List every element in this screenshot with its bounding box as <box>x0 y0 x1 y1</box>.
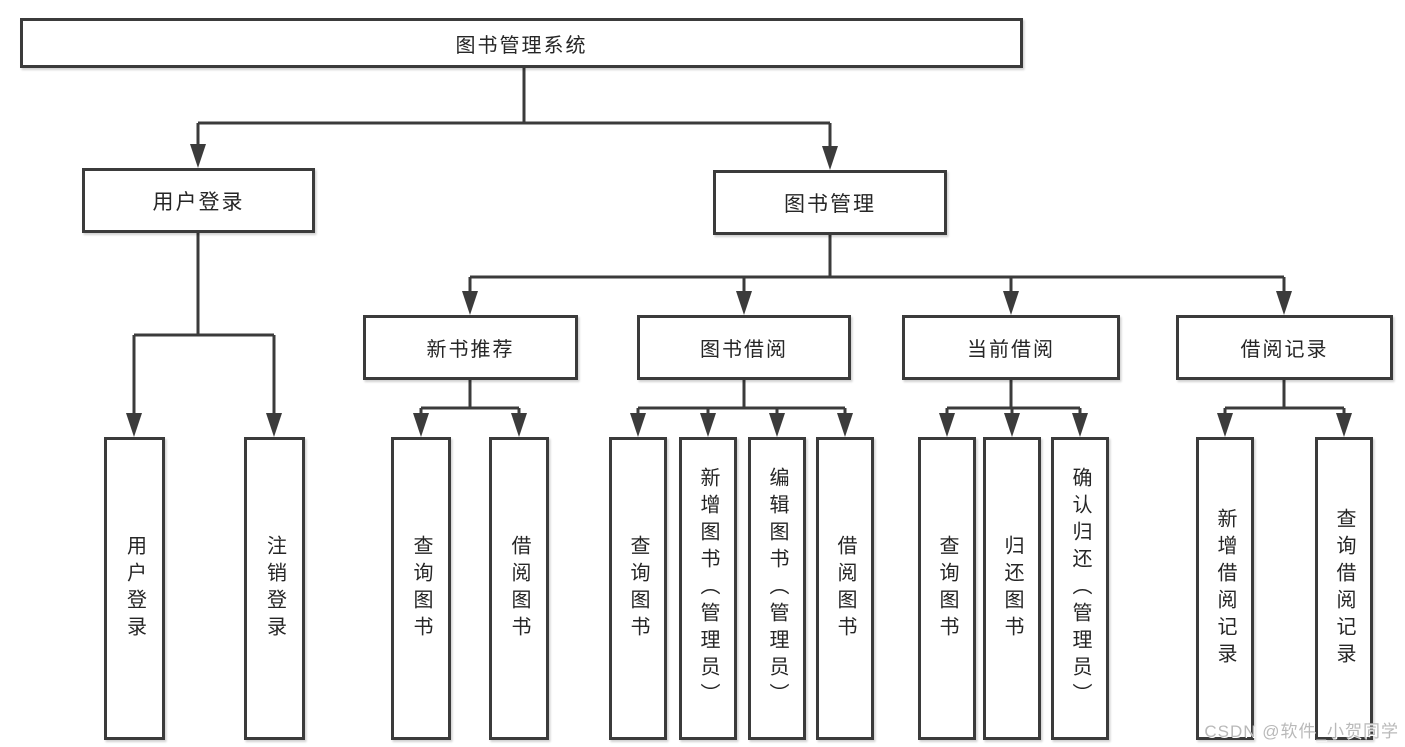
leaf-add-book-admin: 新增图书（管理员） <box>679 437 737 740</box>
node-book-management: 图书管理 <box>713 170 947 235</box>
node-new-book-recommend: 新书推荐 <box>363 315 578 380</box>
leaf-add-borrow-record: 新增借阅记录 <box>1196 437 1254 740</box>
leaf-recommend-borrow-books: 借阅图书 <box>489 437 549 740</box>
leaf-return-book: 归还图书 <box>983 437 1041 740</box>
leaf-query-borrow-record: 查询借阅记录 <box>1315 437 1373 740</box>
leaf-recommend-query-books: 查询图书 <box>391 437 451 740</box>
node-root-label: 图书管理系统 <box>455 34 588 57</box>
leaf-borrow-query-books: 查询图书 <box>609 437 667 740</box>
node-user-login-label: 用户登录 <box>152 190 245 214</box>
leaf-edit-book-admin: 编辑图书（管理员） <box>748 437 806 740</box>
node-borrow-records: 借阅记录 <box>1176 315 1393 380</box>
leaf-borrow-books: 借阅图书 <box>816 437 874 740</box>
node-borrow-records-label: 借阅记录 <box>1240 339 1329 361</box>
arrowheads <box>126 144 1352 437</box>
node-new-book-recommend-label: 新书推荐 <box>426 339 515 361</box>
leaf-confirm-return-admin: 确认归还（管理员） <box>1051 437 1109 740</box>
node-current-borrow: 当前借阅 <box>902 315 1120 380</box>
node-root: 图书管理系统 <box>20 18 1023 68</box>
node-user-login: 用户登录 <box>82 168 315 233</box>
leaf-logout-login: 注销登录 <box>244 437 305 740</box>
node-book-borrow-label: 图书借阅 <box>700 339 788 361</box>
node-book-management-label: 图书管理 <box>784 192 876 216</box>
node-current-borrow-label: 当前借阅 <box>967 339 1055 361</box>
csdn-watermark: CSDN @软件_小贺同学 <box>1204 722 1399 741</box>
node-book-borrow: 图书借阅 <box>637 315 851 380</box>
leaf-current-query-books: 查询图书 <box>918 437 976 740</box>
leaf-user-login: 用户登录 <box>104 437 165 740</box>
